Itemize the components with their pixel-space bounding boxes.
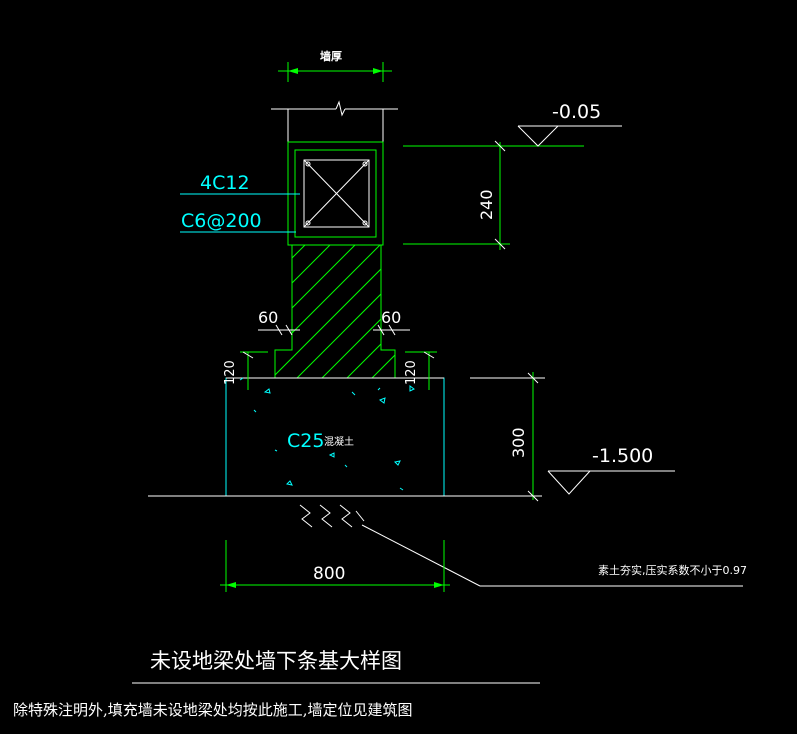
concrete-word: 混凝土	[324, 435, 354, 448]
offset-120-dimensions: 120 120	[223, 351, 437, 390]
dim-60-right: 60	[381, 308, 401, 327]
dim-120-right: 120	[404, 360, 419, 385]
dim-300: 300	[509, 427, 528, 458]
drawing-title: 未设地梁处墙下条基大样图	[150, 649, 402, 673]
soil-note: 素土夯实,压实系数不小于0.97	[598, 563, 747, 577]
rebar-stirrup: C6@200	[181, 210, 262, 232]
rebar-callouts: 4C12 C6@200	[180, 172, 300, 233]
wall-thickness-label: 墙厚	[320, 49, 342, 63]
footnote: 除特殊注明外,填充墙未设地梁处均按此施工,墙定位见建筑图	[13, 701, 413, 719]
dim-60-left: 60	[258, 308, 278, 327]
dim-240-group: 240	[403, 140, 584, 250]
offset-60-dimensions: 60 60	[258, 308, 410, 336]
soil-leader: 素土夯实,压实系数不小于0.97	[361, 524, 747, 587]
soil-symbol	[299, 504, 365, 528]
elevation-top: -0.05	[517, 101, 622, 147]
wall-thickness-dimension: 墙厚	[278, 49, 392, 82]
dim-240: 240	[477, 189, 496, 220]
elevation-bottom: -1.500	[547, 445, 675, 495]
elev-bottom-label: -1.500	[592, 445, 653, 467]
dim-800: 800	[313, 564, 345, 584]
concrete-grade: C25	[287, 430, 324, 452]
rebar-main: 4C12	[200, 172, 250, 194]
concrete-footing: C25 混凝土	[225, 377, 445, 497]
ground-beam	[287, 141, 384, 246]
title-block: 未设地梁处墙下条基大样图	[132, 649, 540, 684]
break-line	[271, 100, 398, 117]
dim-300-group: 300	[470, 372, 545, 502]
elev-top-label: -0.05	[552, 101, 601, 123]
dim-120-left: 120	[223, 360, 238, 385]
dim-800-group: 800	[220, 540, 450, 592]
